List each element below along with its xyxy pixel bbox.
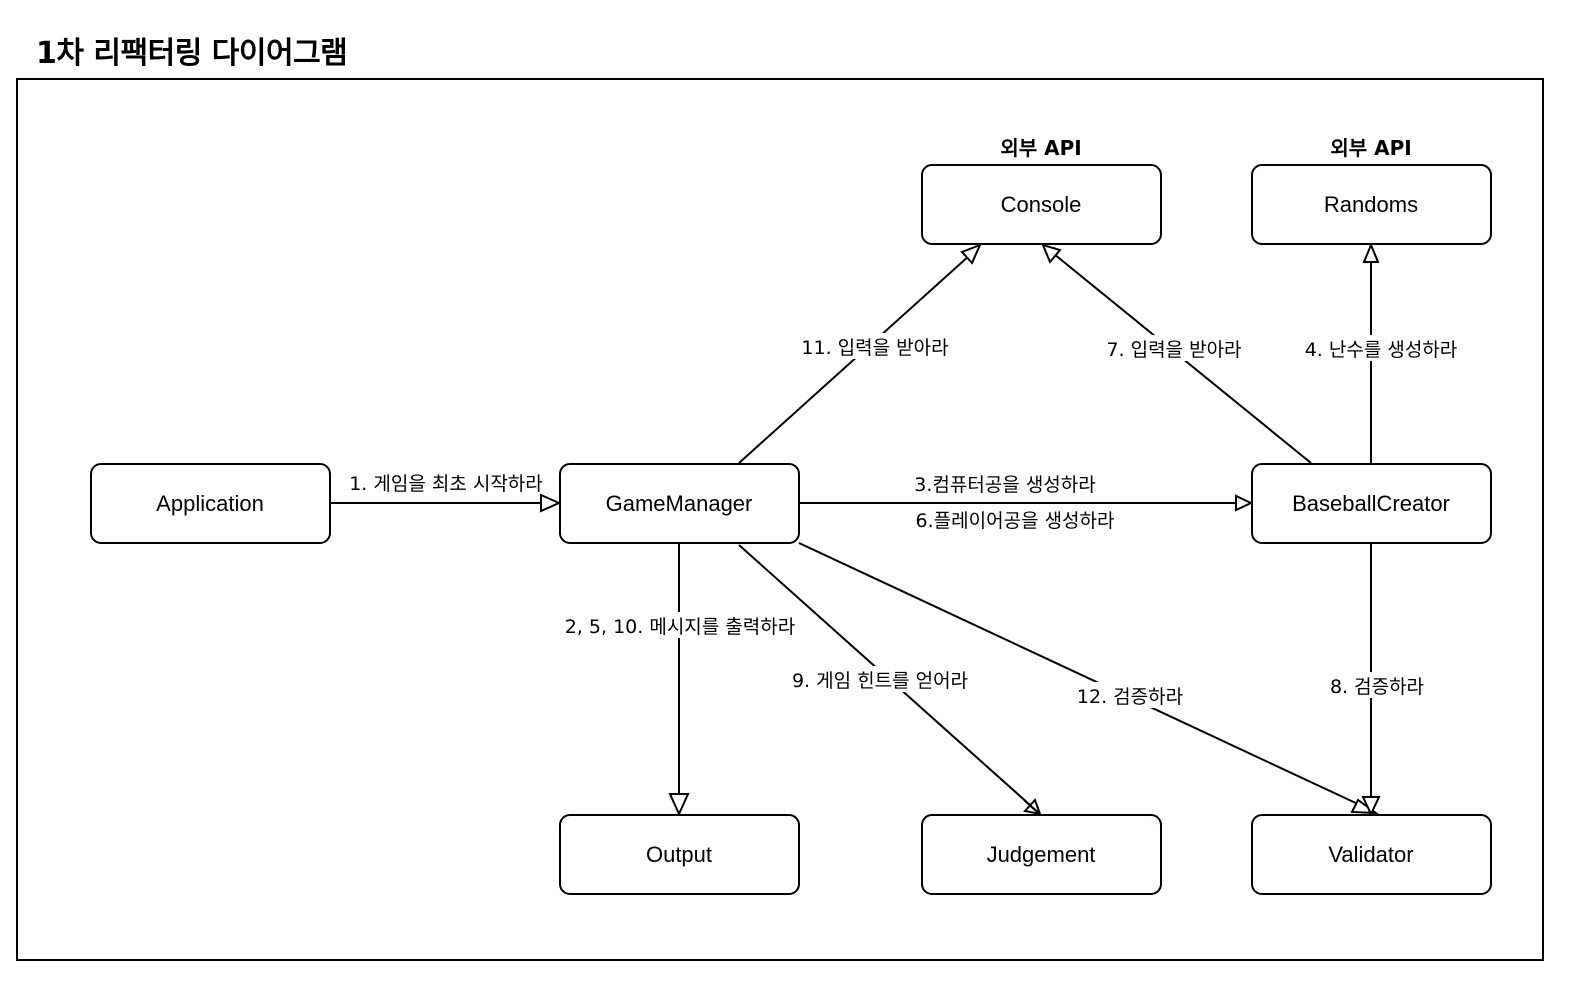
node-console-label: Console bbox=[1001, 192, 1082, 217]
svg-text:1. 게임을 최초 시작하라: 1. 게임을 최초 시작하라 bbox=[349, 473, 543, 495]
edge-label-app-to-gm: 1. 게임을 최초 시작하라 bbox=[349, 473, 543, 495]
svg-text:4. 난수를 생성하라: 4. 난수를 생성하라 bbox=[1305, 339, 1458, 361]
edge-gamemanager-to-baseballcreator bbox=[799, 494, 1254, 512]
svg-text:7. 입력을 받아라: 7. 입력을 받아라 bbox=[1106, 339, 1241, 361]
node-validator: Validator bbox=[1251, 814, 1492, 895]
svg-text:2, 5, 10. 메시지를 출력하라: 2, 5, 10. 메시지를 출력하라 bbox=[565, 616, 795, 638]
edge-baseballcreator-to-validator bbox=[1361, 543, 1381, 817]
svg-text:11. 입력을 받아라: 11. 입력을 받아라 bbox=[801, 337, 948, 359]
svg-text:9. 게임 힌트를 얻어라: 9. 게임 힌트를 얻어라 bbox=[792, 670, 968, 692]
edge-label-gm-to-console: 11. 입력을 받아라 bbox=[796, 333, 954, 359]
external-label-randoms: 외부 API bbox=[1330, 136, 1411, 160]
edge-label-gm-to-creator-a: 3.컴퓨터공을 생성하라 bbox=[914, 474, 1096, 496]
edge-baseballcreator-to-randoms bbox=[1362, 242, 1380, 463]
node-output: Output bbox=[559, 814, 800, 895]
node-application: Application bbox=[90, 463, 331, 544]
edge-gamemanager-to-output bbox=[668, 543, 690, 817]
node-validator-label: Validator bbox=[1328, 842, 1413, 867]
external-label-console: 외부 API bbox=[1000, 136, 1081, 160]
node-application-label: Application bbox=[156, 491, 264, 516]
edge-label-gm-to-validator: 12. 검증하라 bbox=[1072, 682, 1188, 708]
node-baseballcreator: BaseballCreator bbox=[1251, 463, 1492, 544]
edge-label-gm-to-creator-b: 6.플레이어공을 생성하라 bbox=[916, 510, 1115, 532]
svg-text:8. 검증하라: 8. 검증하라 bbox=[1330, 676, 1424, 698]
edge-label-gm-to-judgement: 9. 게임 힌트를 얻어라 bbox=[785, 666, 975, 692]
edge-label-creator-to-randoms: 4. 난수를 생성하라 bbox=[1298, 335, 1464, 361]
node-judgement-label: Judgement bbox=[987, 842, 1096, 867]
svg-text:3.컴퓨터공을 생성하라: 3.컴퓨터공을 생성하라 bbox=[914, 474, 1096, 496]
node-randoms-label: Randoms bbox=[1324, 192, 1418, 217]
node-gamemanager-label: GameManager bbox=[606, 491, 753, 516]
page-title: 1차 리팩터링 다이어그램 bbox=[36, 36, 348, 71]
edge-label-creator-to-validator: 8. 검증하라 bbox=[1324, 672, 1430, 698]
edge-label-creator-to-console: 7. 입력을 받아라 bbox=[1100, 335, 1248, 361]
edge-label-gm-to-output: 2, 5, 10. 메시지를 출력하라 bbox=[558, 612, 802, 638]
node-baseballcreator-label: BaseballCreator bbox=[1292, 491, 1450, 516]
edge-app-to-gamemanager bbox=[330, 493, 562, 513]
diagram-frame bbox=[16, 78, 1544, 961]
node-gamemanager: GameManager bbox=[559, 463, 800, 544]
node-judgement: Judgement bbox=[921, 814, 1162, 895]
svg-text:6.플레이어공을 생성하라: 6.플레이어공을 생성하라 bbox=[916, 510, 1115, 532]
node-console: Console bbox=[921, 164, 1162, 245]
node-randoms: Randoms bbox=[1251, 164, 1492, 245]
svg-text:12. 검증하라: 12. 검증하라 bbox=[1077, 686, 1183, 708]
node-output-label: Output bbox=[646, 842, 712, 867]
